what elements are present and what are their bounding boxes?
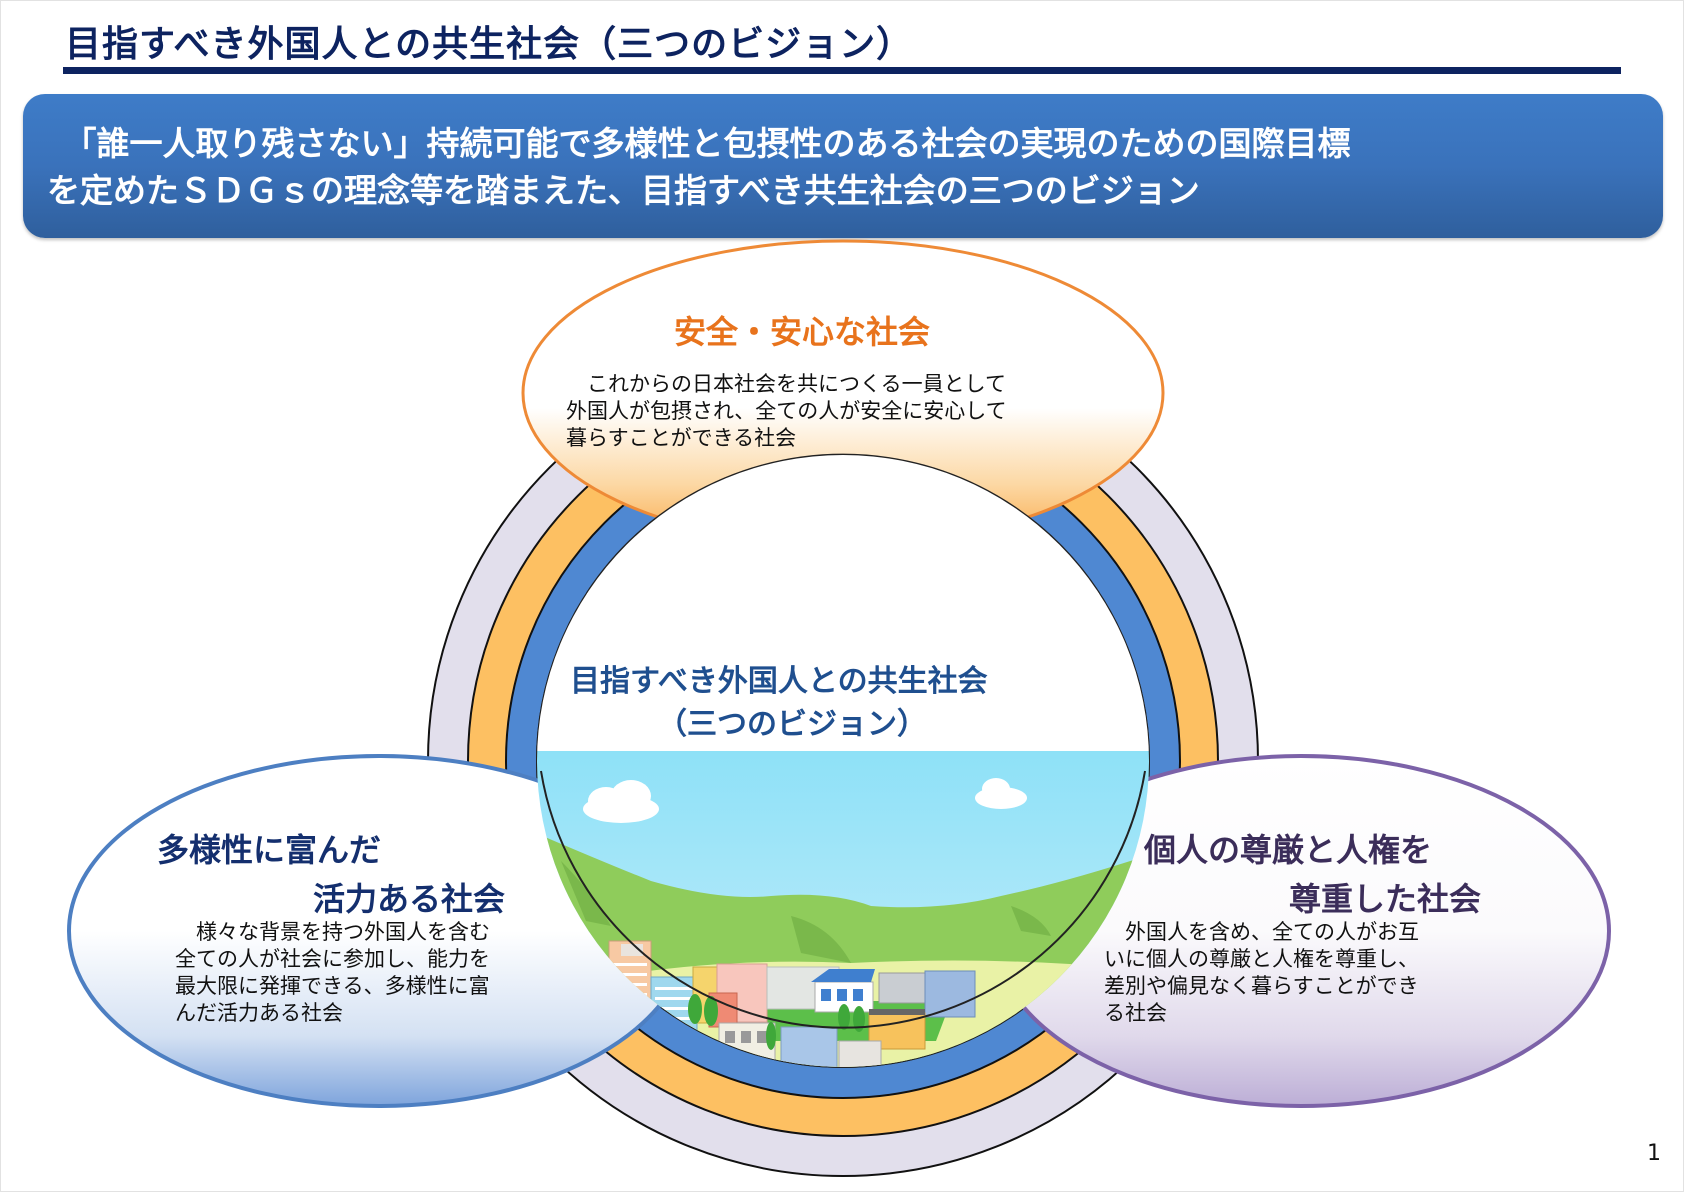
center-title-line-1: 目指すべき外国人との共生社会 [570, 664, 988, 699]
banner-text: 「誰一人取り残さない」持続可能で多様性と包摂性のある社会の実現のための国際目標 … [47, 120, 1657, 214]
vision-safety-title: 安全・安心な社会 [674, 313, 931, 351]
banner-line-1: 「誰一人取り残さない」持続可能で多様性と包摂性のある社会の実現のための国際目標 [47, 124, 1351, 163]
vision-safety-body-line: 暮らすことができる社会 [566, 426, 797, 450]
page-title: 目指すべき外国人との共生社会（三つのビジョン） [65, 24, 914, 65]
page-number: 1 [1647, 1141, 1661, 1166]
vision-diversity-title-line-2: 活力ある社会 [313, 880, 506, 918]
vision-dignity-body-line: 外国人を含め、全ての人がお互 [1104, 920, 1419, 944]
vision-safety-body-line: 外国人が包摂され、全ての人が安全に安心して [566, 399, 1007, 423]
vision-dignity-body-line: る社会 [1104, 1001, 1167, 1025]
vision-diversity-body: 様々な背景を持つ外国人を含む 全ての人が社会に参加し、能力を 最大限に発揮できる… [175, 919, 490, 1027]
title-underline [63, 67, 1621, 74]
vision-dignity-title-line-2: 尊重した社会 [1289, 880, 1482, 918]
vision-diversity-body-line: 最大限に発揮できる、多様性に富 [175, 974, 490, 998]
vision-safety-body: これからの日本社会を共につくる一員として 外国人が包摂され、全ての人が安全に安心… [566, 371, 1007, 452]
vision-dignity-title-line-1: 個人の尊厳と人権を [1144, 831, 1433, 869]
vision-diversity-body-line: 全ての人が社会に参加し、能力を [175, 947, 490, 971]
vision-dignity-body-line: いに個人の尊厳と人権を尊重し、 [1104, 947, 1419, 971]
vision-dignity-body-line: 差別や偏見なく暮らすことができ [1104, 974, 1419, 998]
vision-safety-body-line: これからの日本社会を共につくる一員として [566, 372, 1006, 396]
vision-dignity-body: 外国人を含め、全ての人がお互 いに個人の尊厳と人権を尊重し、 差別や偏見なく暮ら… [1104, 919, 1419, 1027]
vision-diversity-title-line-1: 多様性に富んだ [157, 831, 382, 869]
banner: 「誰一人取り残さない」持続可能で多様性と包摂性のある社会の実現のための国際目標 … [23, 94, 1663, 238]
banner-line-2: を定めたＳＤＧｓの理念等を踏まえた、目指すべき共生社会の三つのビジョン [47, 171, 1200, 210]
vision-diversity-body-line: んだ活力ある社会 [175, 1001, 343, 1025]
center-title-line-2: （三つのビジョン） [657, 707, 927, 742]
vision-diversity-body-line: 様々な背景を持つ外国人を含む [175, 920, 490, 944]
